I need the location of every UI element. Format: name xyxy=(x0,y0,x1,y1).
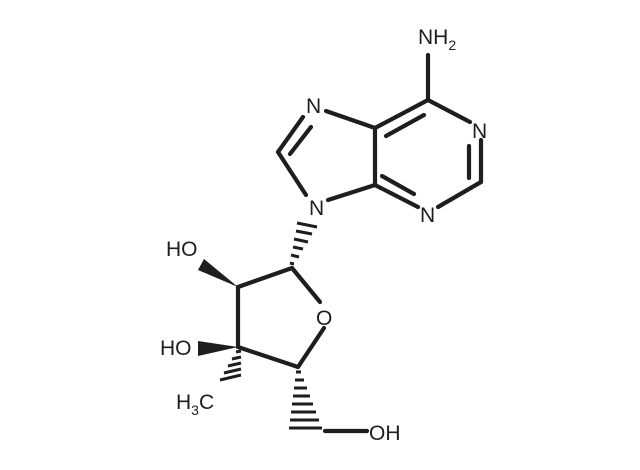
stereo-hashes xyxy=(219,221,322,430)
hydroxyl-3-label: HO xyxy=(160,337,192,360)
bonds xyxy=(235,52,484,434)
hash-c1-n9 xyxy=(289,261,295,266)
bond-c2-n3 xyxy=(435,179,484,210)
bond-c1-o4 xyxy=(289,265,323,305)
ring-oxygen-label: O xyxy=(316,307,332,330)
wedge-c3-oh xyxy=(198,341,238,356)
bond-c5-n7 xyxy=(323,108,378,131)
bond-c4-c3 xyxy=(235,344,301,370)
bond-c5-c6 xyxy=(372,97,431,131)
n7-label: N xyxy=(306,95,321,118)
atom-labels: NH2 N N N N O HO HO OH H3C xyxy=(160,26,487,445)
n1-label: N xyxy=(472,120,487,143)
bond-c5-c6-inner xyxy=(383,112,427,139)
bond-n3-c4 xyxy=(372,182,421,210)
hash-c1-n9 xyxy=(295,229,313,236)
n3-label: N xyxy=(420,204,435,227)
stereo-wedges xyxy=(198,259,238,356)
hash-c3-methyl xyxy=(219,373,242,382)
hash-c1-n9 xyxy=(296,221,318,229)
bond-n9-c4 xyxy=(325,182,378,203)
hydroxyl-5-label: OH xyxy=(369,422,401,445)
hash-c3-methyl xyxy=(227,361,242,368)
amino-label: NH2 xyxy=(418,26,456,53)
hash-c3-methyl xyxy=(235,349,242,354)
bond-n7-c8-inner xyxy=(287,124,314,157)
bond-c1-c2 xyxy=(235,265,295,290)
hash-c1-n9 xyxy=(293,237,309,244)
n9-label: N xyxy=(309,197,324,220)
hash-c1-n9 xyxy=(290,253,300,259)
bond-n7-c8 xyxy=(275,114,306,155)
hash-c1-n9 xyxy=(292,245,304,251)
bond-n3-c4-inner xyxy=(379,173,417,197)
hash-c3-methyl xyxy=(231,355,242,361)
methyl-label: H3C xyxy=(176,391,214,418)
hydroxyl-2-label: HO xyxy=(166,238,198,261)
bond-c8-n9 xyxy=(275,149,309,198)
wedge-c2-oh xyxy=(198,259,238,287)
bond-c6-n1 xyxy=(425,97,473,125)
hash-c3-methyl xyxy=(223,367,242,375)
bond-o4-c4 xyxy=(295,325,327,370)
